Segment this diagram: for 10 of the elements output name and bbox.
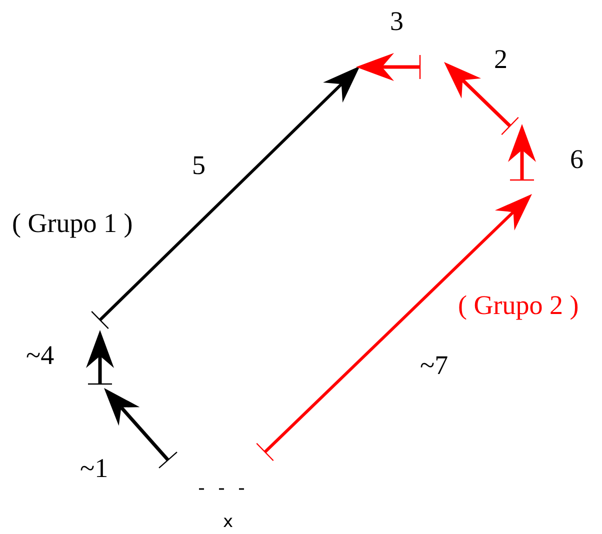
- group-label: ( Grupo 2 ): [458, 290, 579, 320]
- axis-label: x: [223, 512, 234, 532]
- vector-label: 6: [570, 144, 584, 174]
- vector-label: ~1: [80, 453, 108, 483]
- vector-label: 3: [390, 6, 404, 36]
- vector-label: ~7: [420, 350, 448, 380]
- vector-label: 5: [192, 150, 206, 180]
- vector-label: 2: [494, 44, 508, 74]
- vector-label: ~4: [26, 340, 54, 370]
- group-label: ( Grupo 1 ): [12, 208, 133, 238]
